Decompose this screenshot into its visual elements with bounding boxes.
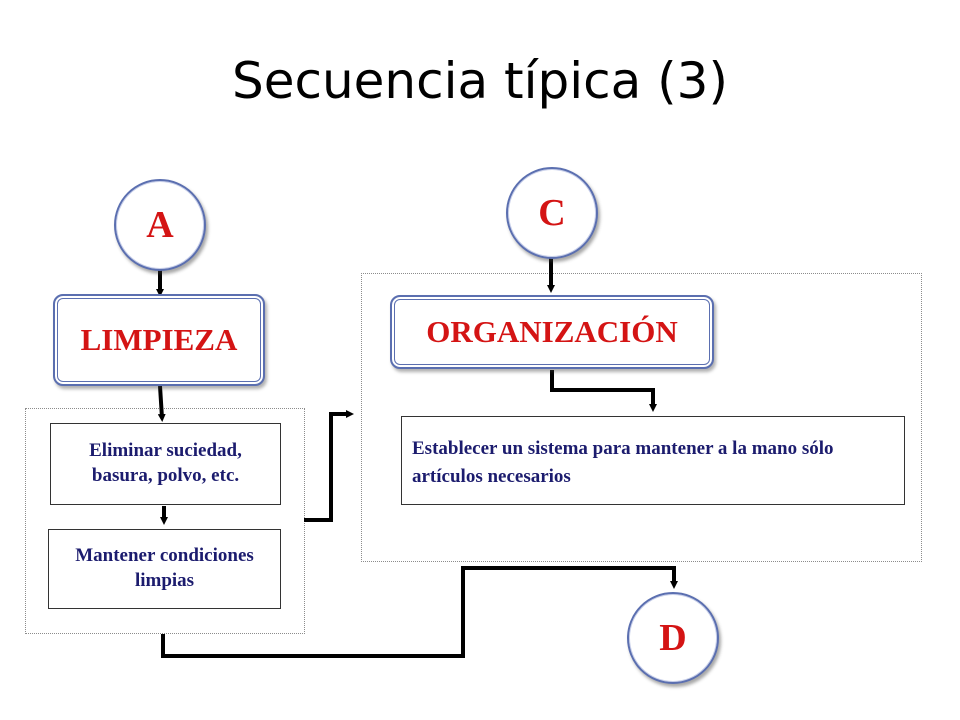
connector-limpieza-d bbox=[161, 566, 678, 658]
node-d: D bbox=[627, 592, 719, 684]
step-eliminar-box: Eliminar suciedad, basura, polvo, etc. bbox=[50, 423, 281, 505]
slide-title: Secuencia típica (3) bbox=[231, 52, 729, 110]
step-establecer-box: Establecer un sistema para mantener a la… bbox=[401, 416, 905, 505]
node-a: A bbox=[114, 179, 206, 271]
limpieza-box: LIMPIEZA bbox=[53, 294, 265, 386]
step-mantener-box: Mantener condiciones limpias bbox=[48, 529, 281, 609]
connector-limpieza-eliminar bbox=[157, 385, 166, 422]
connector-organizacion-establecer bbox=[550, 370, 657, 412]
connector-limpieza-organizacion bbox=[304, 410, 354, 522]
organizacion-box: ORGANIZACIÓN bbox=[390, 295, 714, 369]
node-c: C bbox=[506, 167, 598, 259]
organizacion-group-frame bbox=[361, 273, 922, 562]
